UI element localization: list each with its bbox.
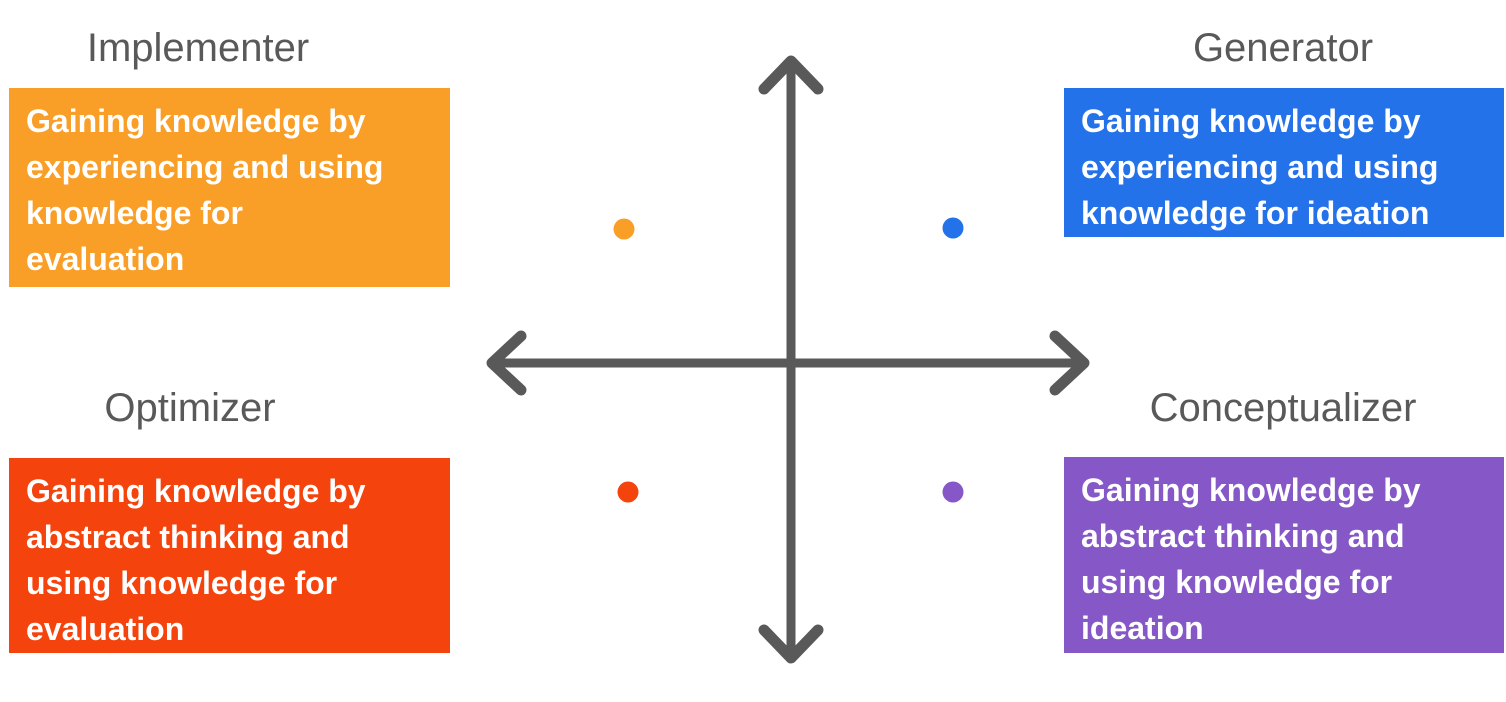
quadrant-box-optimizer: Gaining knowledge by abstract thinking a… [9,458,450,653]
left-arrowhead-icon [486,330,527,396]
quadrant-title-implementer: Implementer [86,26,310,70]
quadrant-text-line: abstract thinking and [26,519,350,555]
quadrant-text-line: evaluation [26,611,185,647]
quadrant-text-line: Gaining knowledge by [1081,103,1421,139]
quadrant-title-generator: Generator [1192,26,1374,70]
quadrant-box-conceptualizer: Gaining knowledge by abstract thinking a… [1064,457,1504,653]
quadrant-text-line: Gaining knowledge by [26,103,366,139]
quadrant-text-line: abstract thinking and [1081,518,1405,554]
quadrant-text-line: ideation [1081,610,1204,646]
quadrant-title-conceptualizer: Conceptualizer [1149,386,1417,430]
quadrant-text-line: experiencing and using [26,149,384,185]
quadrant-text-line: Gaining knowledge by [26,473,366,509]
quadrant-text-line: using knowledge for [26,565,338,601]
quadrant-text-line: knowledge for [26,195,243,231]
quadrant-text-line: knowledge for ideation [1081,195,1430,231]
right-arrowhead-icon [1049,330,1090,396]
quadrant-text-line: using knowledge for [1081,564,1393,600]
quadrant-text-line: evaluation [26,241,185,277]
quadrant-text-line: Gaining knowledge by [1081,472,1421,508]
quadrant-title-optimizer: Optimizer [104,386,276,430]
implementer-dot [613,218,635,240]
generator-dot [942,217,964,239]
quadrant-box-implementer: Gaining knowledge by experiencing and us… [9,88,450,287]
quadrant-box-generator: Gaining knowledge by experiencing and us… [1064,88,1504,237]
optimizer-dot [617,481,639,503]
quadrant-text-line: experiencing and using [1081,149,1439,185]
up-arrowhead-icon [758,55,824,95]
conceptualizer-dot [942,481,964,503]
down-arrowhead-icon [758,624,824,664]
